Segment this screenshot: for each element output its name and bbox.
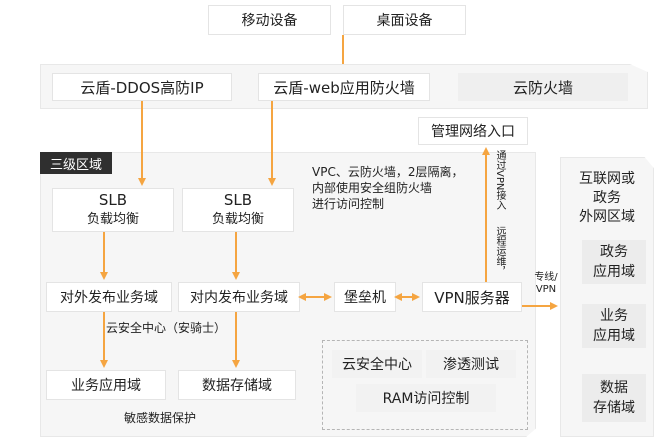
management-entry-label: 管理网络入口 (431, 124, 515, 140)
vpn-access-text: 通过VPN接入 (494, 150, 505, 211)
level3-title: 三级区域 (40, 152, 112, 174)
slb-right-subtitle: 负载均衡 (211, 212, 264, 227)
vpc-note-line-1: VPC、云防火墙，2层隔离， (312, 165, 464, 179)
link-label: 专线/ VPN (530, 272, 562, 296)
security-center-box: 云安全中心 (332, 350, 422, 378)
waf-label: 云盾-web应用防火墙 (273, 78, 415, 97)
management-entry-box: 管理网络入口 (418, 117, 528, 145)
pentest-box: 渗透测试 (426, 350, 516, 378)
mobile-device-label: 移动设备 (241, 13, 298, 29)
internet-zone-title-line-3: 外网区域 (579, 209, 635, 225)
ram-box: RAM访问控制 (356, 384, 496, 412)
data-storage-domain-box: 数据存储域 (178, 370, 296, 400)
biz-app-domain-label: 业务应用域 (71, 378, 141, 394)
internal-domain-box: 对内发布业务域 (178, 282, 300, 312)
desktop-device-box: 桌面设备 (343, 5, 466, 35)
internal-domain-label: 对内发布业务域 (190, 290, 288, 306)
internet-data-storage-line-2: 存储域 (593, 400, 635, 416)
link-label-line-2: VPN (535, 284, 557, 295)
cloud-firewall-box: 云防火墙 (458, 73, 628, 101)
security-center-label: 云安全中心 (342, 357, 412, 373)
ddos-label: 云盾-DDOS高防IP (80, 78, 204, 97)
gov-app-domain-box: 政务 应用域 (582, 240, 646, 284)
internet-zone-title: 互联网或 政务 外网区域 (560, 170, 654, 227)
vpc-note: VPC、云防火墙，2层隔离， 内部使用安全组防火墙 进行访问控制 (312, 164, 482, 212)
internet-biz-app-line-2: 应用域 (593, 328, 635, 344)
external-domain-box: 对外发布业务域 (46, 282, 172, 312)
mobile-device-box: 移动设备 (208, 5, 331, 35)
slb-left-subtitle: 负载均衡 (86, 212, 139, 227)
sensitive-data-note-text: 敏感数据保护 (124, 411, 197, 425)
level3-title-label: 三级区域 (49, 157, 102, 173)
remote-ops-text: 远程运维， (494, 226, 505, 276)
pentest-label: 渗透测试 (443, 357, 499, 373)
internet-data-storage-line-1: 数据 (600, 380, 628, 396)
cloud-firewall-label: 云防火墙 (512, 78, 573, 97)
bastion-label: 堡垒机 (344, 290, 386, 306)
services-group (322, 340, 528, 430)
vpn-access-label: 通过VPN接入 (494, 150, 505, 210)
internet-biz-app-domain-box: 业务 应用域 (582, 304, 646, 348)
gov-app-domain-line-2: 应用域 (593, 264, 635, 280)
internet-biz-app-line-1: 业务 (600, 308, 628, 324)
ram-label: RAM访问控制 (382, 391, 470, 407)
gov-app-domain-line-1: 政务 (600, 244, 628, 260)
slb-left-box: SLB 负载均衡 (52, 188, 174, 232)
link-label-line-1: 专线/ (534, 272, 558, 283)
security-center-note: 云安全中心（安骑士） (106, 320, 226, 336)
data-storage-domain-label: 数据存储域 (202, 378, 272, 394)
slb-right-title: SLB (223, 191, 253, 209)
desktop-device-label: 桌面设备 (376, 13, 433, 29)
waf-box: 云盾-web应用防火墙 (258, 73, 430, 101)
external-domain-label: 对外发布业务域 (60, 290, 158, 306)
vpc-note-line-2: 内部使用安全组防火墙 (312, 181, 433, 195)
biz-app-domain-box: 业务应用域 (46, 370, 166, 400)
internet-data-storage-box: 数据 存储域 (582, 374, 646, 422)
vpn-server-box: VPN服务器 (422, 282, 522, 312)
slb-right-box: SLB 负载均衡 (182, 188, 294, 232)
bastion-box: 堡垒机 (334, 282, 396, 312)
internet-zone-title-line-2: 政务 (593, 190, 621, 206)
slb-left-title: SLB (98, 191, 128, 209)
remote-ops-label: 远程运维， (494, 226, 505, 276)
vpc-note-line-3: 进行访问控制 (312, 197, 385, 211)
internet-zone-title-line-1: 互联网或 (579, 171, 635, 187)
security-center-note-text: 云安全中心（安骑士） (106, 321, 227, 335)
sensitive-data-note: 敏感数据保护 (124, 410, 196, 426)
ddos-box: 云盾-DDOS高防IP (52, 73, 232, 101)
vpn-server-label: VPN服务器 (434, 288, 510, 307)
